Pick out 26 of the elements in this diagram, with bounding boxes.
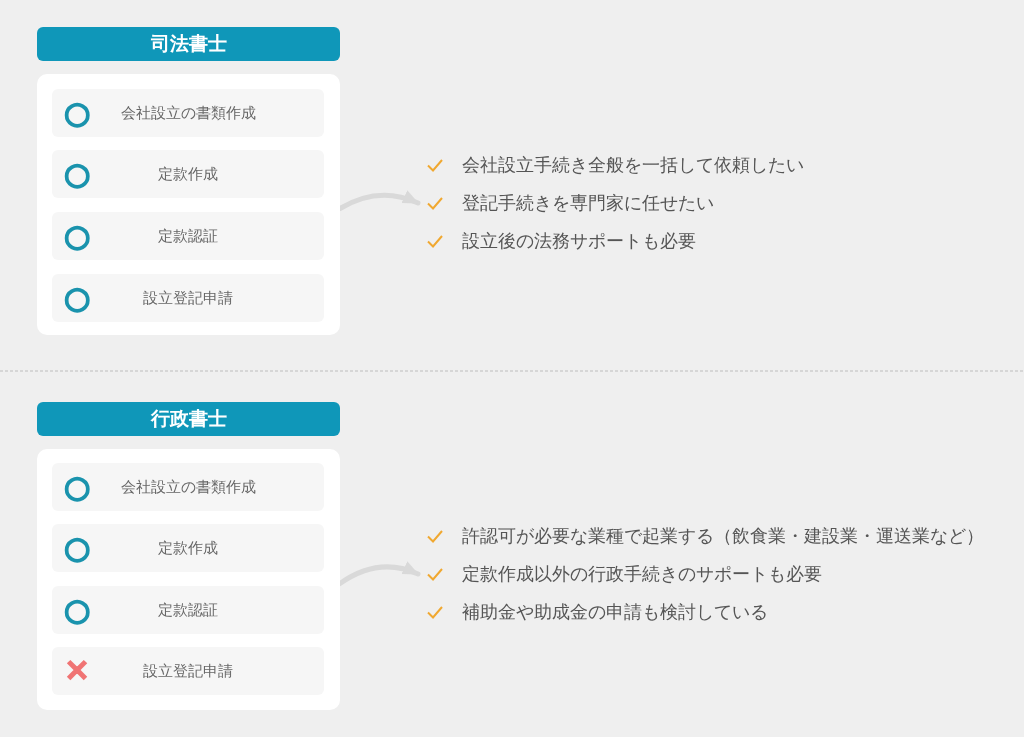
header-bar: 司法書士	[37, 27, 340, 61]
circle-mark: ○	[62, 472, 92, 502]
circle-mark: ○	[62, 283, 92, 313]
circle-mark: ○	[62, 221, 92, 251]
item-label: 会社設立の書類作成	[120, 104, 256, 122]
checklist-text: 設立後の法務サポートも必要	[462, 230, 696, 252]
checklist-text: 許認可が必要な業種で起業する（飲食業・建設業・運送業など）	[462, 525, 984, 547]
item-label: 会社設立の書類作成	[120, 478, 256, 496]
checklist-text: 定款作成以外の行政手続きのサポートも必要	[462, 563, 822, 585]
panel-card	[37, 449, 340, 710]
circle-mark: ○	[62, 98, 92, 128]
item-label: 定款認証	[158, 601, 218, 619]
checklist-text: 補助金や助成金の申請も検討している	[462, 601, 768, 623]
circle-mark: ○	[62, 533, 92, 563]
circle-mark: ○	[62, 159, 92, 189]
item-label: 定款認証	[158, 227, 218, 245]
item-label: 設立登記申請	[143, 662, 233, 680]
item-label: 設立登記申請	[143, 289, 233, 307]
checklist-text: 登記手続きを専門家に任せたい	[462, 192, 714, 214]
item-label: 定款作成	[158, 165, 218, 183]
cross-mark: ✕	[63, 656, 91, 686]
header-bar: 行政書士	[37, 402, 340, 436]
circle-mark: ○	[62, 595, 92, 625]
checklist-text: 会社設立手続き全般を一括して依頼したい	[462, 154, 804, 176]
panel-card	[37, 74, 340, 335]
item-label: 定款作成	[158, 539, 218, 557]
